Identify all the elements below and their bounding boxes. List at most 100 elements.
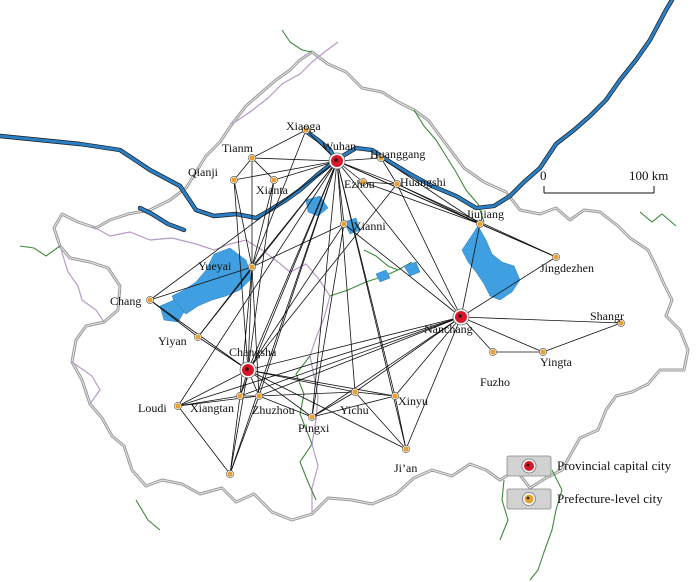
city-label-yingta: Yingta	[540, 355, 573, 369]
city-label-jian: Ji’an	[394, 461, 417, 475]
city-yiyan: Yiyan	[158, 333, 202, 348]
city-label-loudi: Loudi	[138, 401, 167, 415]
city-huanggang: Huanggang	[370, 147, 425, 162]
legend-provincial-label: Provincial capital city	[557, 458, 672, 473]
link-zhuzhou-yichu	[258, 391, 356, 397]
link-xianni-yueyai	[251, 223, 345, 268]
poyang-lake	[461, 225, 521, 301]
city-label-xianni: Xianni	[353, 219, 386, 233]
link-qianji-yueyai	[233, 179, 253, 268]
city-label-jingdezhen: Jingdezhen	[540, 261, 594, 275]
city-marker-qianji	[231, 177, 237, 183]
city-label-fuzho: Fuzho	[480, 375, 510, 389]
city-label-yiyan: Yiyan	[158, 334, 187, 348]
link-loudi-hengyang	[177, 405, 231, 475]
county-line-hunan-jiangxi-green	[295, 355, 317, 501]
link-nanchang-zhuzhou	[258, 316, 462, 397]
city-ezhou: Ezhou	[344, 177, 375, 191]
link-xiaoga-yueyai	[251, 129, 307, 268]
city-marker-pingxi	[309, 414, 315, 420]
link-huangshi-changsha	[247, 183, 398, 371]
link-yingta-shangr	[542, 322, 622, 353]
link-xiaoga-tianm	[251, 129, 307, 159]
link-xianta-yueyai	[251, 179, 275, 268]
city-marker-jian	[403, 446, 409, 452]
city-label-pingxi: Pingxi	[298, 421, 330, 435]
link-yichu-xinyu	[354, 391, 396, 397]
city-marker-jingdezhen	[553, 254, 559, 260]
city-label-zhuzhou: Zhuzhou	[252, 403, 295, 417]
link-huanggang-jiujiang	[380, 157, 481, 225]
city-yingta: Yingta	[539, 348, 573, 369]
link-huangshi-nanchang	[396, 183, 462, 318]
city-label-xiangtan: Xiangtan	[190, 401, 234, 415]
links-layer	[149, 129, 622, 475]
city-loudi: Loudi	[138, 401, 182, 415]
link-yueyai-yiyan	[197, 266, 253, 338]
county-line-hubei-east	[413, 109, 485, 223]
city-wuhan: Wuhan	[322, 139, 356, 170]
city-chang: Chang	[110, 294, 154, 308]
scale-bar: 0 100 km	[540, 168, 668, 194]
city-marker-fuzho	[490, 349, 496, 355]
city-xianni: Xianni	[340, 219, 386, 233]
city-marker-huangshi	[394, 181, 400, 187]
scale-bar-end-label: 100 km	[629, 168, 668, 183]
city-marker-xianni	[341, 221, 347, 227]
city-label-nanchang: Nanchang	[424, 322, 473, 336]
link-nanchang-xinyu	[394, 316, 462, 397]
link-tianm-qianji	[233, 157, 253, 181]
link-xianni-pingxi	[311, 223, 345, 418]
link-nanchang-pingxi	[311, 316, 462, 418]
city-marker-jiujiang	[477, 221, 483, 227]
city-marker-xianta	[271, 177, 277, 183]
city-marker-tianm	[249, 155, 255, 161]
county-line-inner-3	[499, 479, 509, 541]
link-changsha-xinyu	[247, 369, 396, 397]
link-wuhan-hengyang	[229, 160, 338, 475]
link-wuhan-jian	[336, 160, 407, 450]
link-xianni-changsha	[247, 223, 345, 371]
link-wuhan-nanchang	[336, 160, 462, 318]
city-label-shangr: Shangr	[590, 309, 624, 323]
county-line-bottom-left	[135, 499, 161, 531]
city-marker-shangr	[618, 320, 624, 326]
legend-prefecture-marker-core	[526, 496, 530, 500]
link-wuhan-yichu	[336, 160, 356, 393]
city-shangr: Shangr	[590, 309, 625, 327]
scale-bar-start-label: 0	[540, 168, 547, 183]
dongting-lake-west	[159, 299, 185, 323]
dongting-lake	[171, 247, 253, 315]
link-nanchang-loudi	[177, 316, 462, 407]
city-fuzho: Fuzho	[480, 348, 510, 389]
city-label-yueyai: Yueyai	[198, 259, 232, 273]
city-hengyang	[226, 470, 234, 478]
city-label-ezhou: Ezhou	[344, 177, 375, 191]
link-xiangtan-hengyang	[229, 395, 241, 475]
yangtze-river	[0, 0, 674, 220]
study-area-border	[52, 50, 690, 522]
city-label-chang: Chang	[110, 294, 141, 308]
link-wuhan-chang	[149, 160, 338, 301]
city-label-changsha: Changsha	[229, 345, 277, 359]
legend: Provincial capital city Prefecture-level…	[506, 455, 672, 510]
city-qianji: Qianji	[188, 165, 238, 184]
city-yueyai: Yueyai	[198, 259, 256, 273]
link-yichu-jian	[354, 391, 407, 450]
link-xianni-nanchang	[343, 223, 462, 318]
county-line-jiangxi-east	[639, 211, 677, 227]
link-wuhan-yiyan	[197, 160, 338, 338]
city-xinyu: Xinyu	[391, 392, 428, 408]
legend-provincial-marker-core	[526, 463, 530, 467]
city-jingdezhen: Jingdezhen	[540, 253, 594, 275]
city-yichu: Yichu	[340, 388, 369, 417]
link-pingxi-xinyu	[311, 395, 396, 418]
city-xiaoga: Xiaoga	[286, 119, 321, 134]
city-label-xiaoga: Xiaoga	[286, 119, 321, 133]
lake-hubei-3	[403, 261, 421, 277]
city-marker-core-wuhan	[334, 158, 338, 162]
link-tianm-xianta	[251, 157, 275, 181]
link-zhuzhou-pingxi	[258, 395, 313, 418]
link-ezhou-huangshi	[362, 181, 398, 185]
city-label-huangshi: Huangshi	[400, 175, 447, 189]
